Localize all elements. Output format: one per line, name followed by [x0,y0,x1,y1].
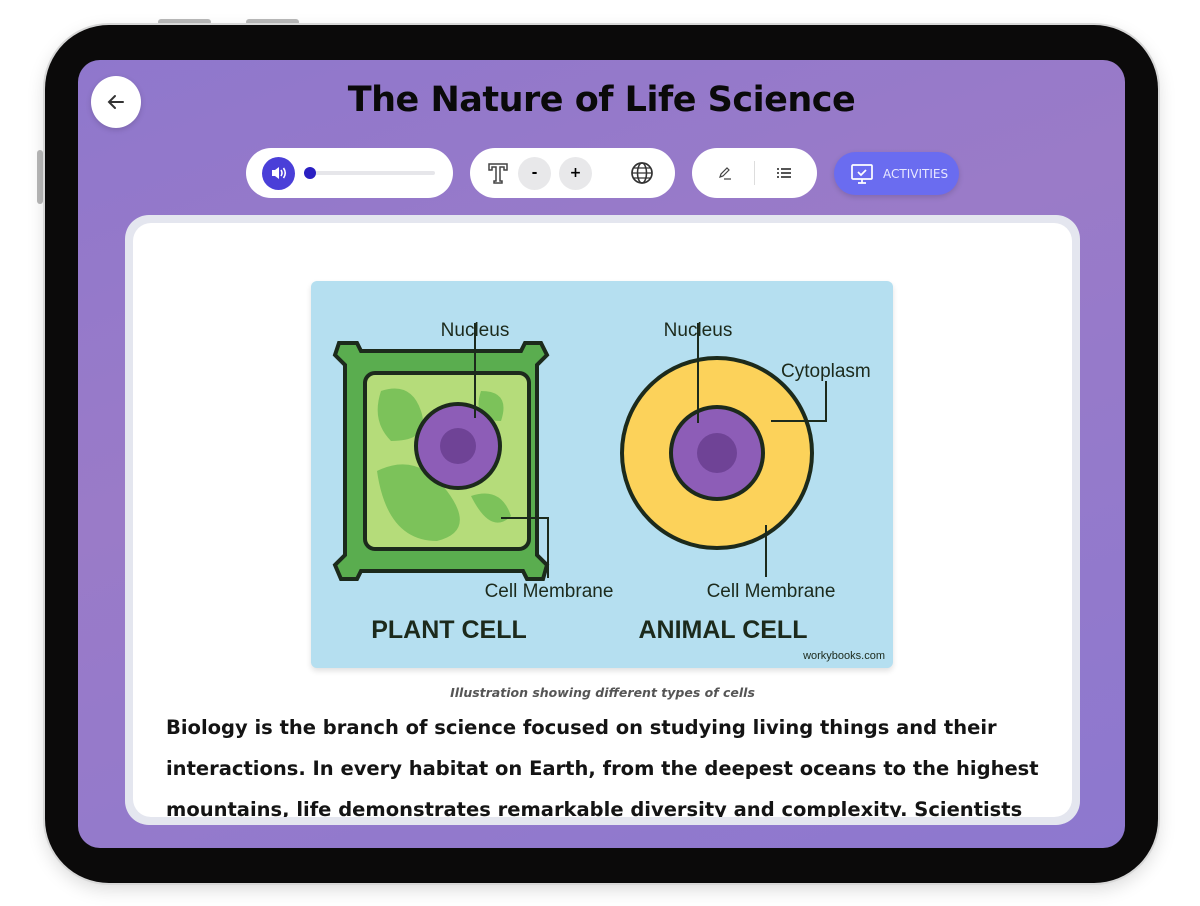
device-button [37,150,43,204]
pencil-icon[interactable] [718,166,732,180]
increase-font-button[interactable]: + [559,156,592,190]
label-animal-membrane: Cell Membrane [707,581,836,602]
label-plant-membrane: Cell Membrane [485,581,614,602]
screen: The Nature of Life Science - + ACTIVITIE… [78,60,1125,848]
audio-progress-slider[interactable] [304,167,435,179]
label-animal-cell: ANIMAL CELL [639,616,808,644]
monitor-check-icon [851,163,873,184]
slider-thumb[interactable] [304,167,316,179]
activities-button[interactable]: ACTIVITIES [834,152,959,195]
content-scroll-area[interactable]: Nucleus Nucleus Cytoplasm Cell Membrane … [133,223,1072,817]
arrow-left-icon [107,95,124,109]
back-button[interactable] [91,76,141,128]
list-icon[interactable] [777,167,791,179]
plant-cell [332,323,550,581]
globe-icon[interactable] [630,161,654,185]
label-cytoplasm: Cytoplasm [781,361,871,382]
audio-player [246,148,453,198]
play-audio-button[interactable] [262,156,295,190]
speaker-icon [271,167,286,179]
device-button [158,19,211,25]
activities-label: ACTIVITIES [883,166,949,181]
page-title: The Nature of Life Science [347,80,856,120]
text-settings: - + [470,148,675,198]
label-plant-nucleus: Nucleus [441,320,510,341]
divider [754,161,755,185]
label-plant-cell: PLANT CELL [371,616,527,644]
device-button [246,19,299,25]
figure-caption: Illustration showing different types of … [450,685,755,700]
content-card: Nucleus Nucleus Cytoplasm Cell Membrane … [125,215,1080,825]
animal-cell [620,323,827,577]
tools [692,148,817,198]
decrease-font-button[interactable]: - [518,156,551,190]
image-credit: workybooks.com [802,650,885,662]
cell-illustration: Nucleus Nucleus Cytoplasm Cell Membrane … [311,281,893,668]
label-animal-nucleus: Nucleus [664,320,733,341]
body-paragraph: Biology is the branch of science focused… [166,716,1039,817]
font-size-icon [488,163,508,184]
